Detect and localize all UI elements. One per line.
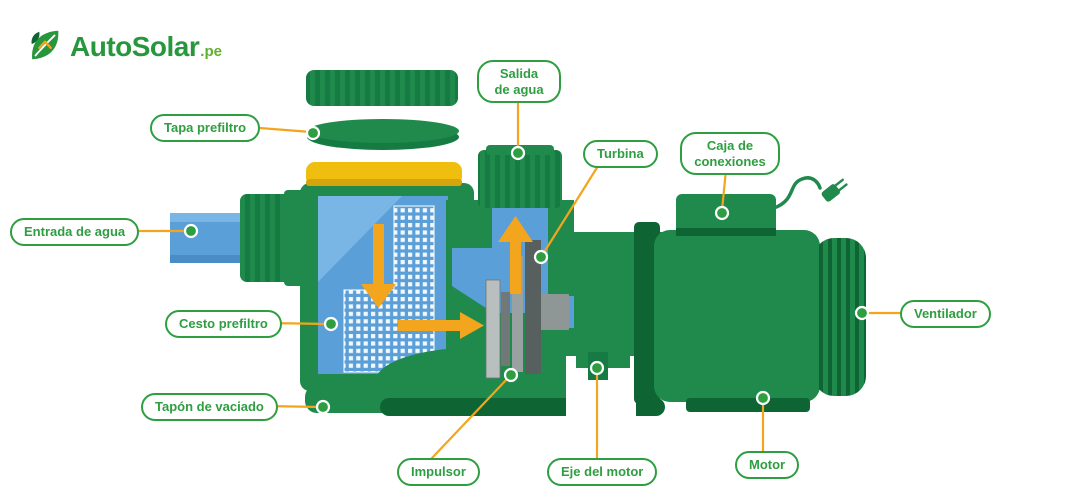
anchor-dot xyxy=(305,125,321,141)
flow-arrow-up-icon xyxy=(498,216,533,294)
label-motor: Motor xyxy=(735,451,800,479)
leaf-logo-icon xyxy=(31,30,59,60)
anchor-dot xyxy=(533,249,549,265)
cooling-fins xyxy=(814,238,866,396)
power-cable xyxy=(772,176,822,210)
brand-logo: AutoSolar .pe xyxy=(26,18,222,63)
shaft-area xyxy=(566,352,636,418)
anchor-dot xyxy=(589,360,605,376)
anchor-dot xyxy=(510,145,526,161)
label-impulsor: Impulsor xyxy=(397,458,480,486)
flow-arrow-down-icon xyxy=(361,224,396,308)
anchor-dot xyxy=(183,223,199,239)
label-salida-de-agua: Salida de agua xyxy=(477,60,561,104)
label-cesto-prefiltro: Cesto prefiltro xyxy=(165,310,282,338)
water-outlet xyxy=(478,145,562,208)
brand-name: AutoSolar xyxy=(70,31,200,62)
label-eje-del-motor: Eje del motor xyxy=(547,458,658,486)
label-tapon-de-vaciado: Tapón de vaciado xyxy=(141,393,278,421)
prefilter-cap xyxy=(306,70,458,106)
label-tapa-prefiltro: Tapa prefiltro xyxy=(150,114,261,142)
power-plug-icon xyxy=(821,178,848,202)
motor-foot xyxy=(686,398,810,412)
flow-arrow-right-icon xyxy=(398,312,484,339)
brand-tld: .pe xyxy=(200,43,222,60)
anchor-dot xyxy=(503,367,519,383)
anchor-dot xyxy=(315,399,331,415)
anchor-dot xyxy=(714,205,730,221)
label-caja-de-conexiones: Caja de conexiones xyxy=(680,132,780,176)
anchor-dot xyxy=(854,305,870,321)
impeller-assembly xyxy=(485,240,569,379)
anchor-dots xyxy=(183,125,870,415)
flow-arrows xyxy=(361,216,533,339)
motor-body xyxy=(634,222,820,412)
anchor-dot xyxy=(323,316,339,332)
anchor-dot xyxy=(755,390,771,406)
yellow-lock-ring xyxy=(306,162,462,186)
prefilter-lid xyxy=(307,119,459,150)
callout-lines xyxy=(130,96,904,460)
label-ventilador: Ventilador xyxy=(900,300,991,328)
label-entrada-de-agua: Entrada de agua xyxy=(10,218,140,246)
label-turbina: Turbina xyxy=(583,140,658,168)
